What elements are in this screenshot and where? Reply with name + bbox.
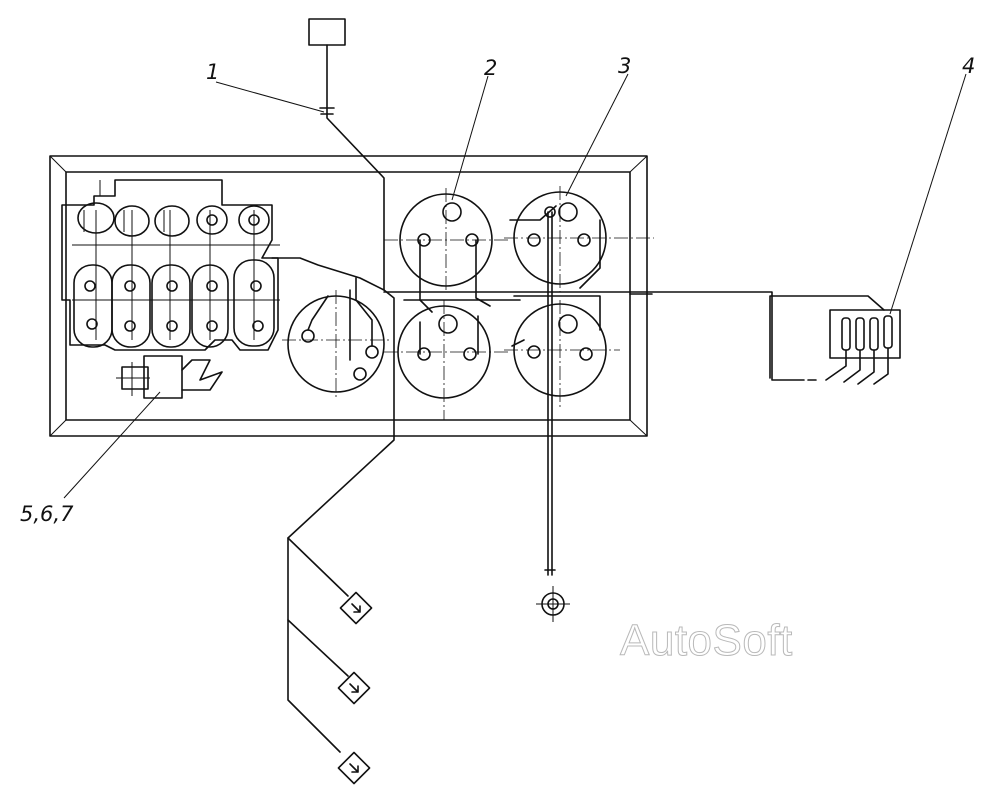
callout-5-6-7: 5,6,7 [20, 502, 74, 526]
callout-3: 3 [618, 54, 632, 78]
top-connector-box [308, 18, 346, 46]
terminal-block [771, 295, 901, 385]
gauge-bottom-right [504, 295, 620, 410]
connector-arrow-2 [337, 671, 371, 705]
gauge-bottom-center [384, 299, 521, 420]
connector-arrow-1 [339, 591, 373, 625]
main-harness-trunk [287, 44, 395, 753]
gauge-top-right [504, 186, 654, 292]
watermark: AutoSoft [620, 616, 793, 666]
lamp-socket [536, 586, 570, 622]
gauge-left [282, 277, 392, 400]
callout-4: 4 [962, 54, 976, 78]
switch-block [61, 179, 385, 351]
lamp-lead [547, 211, 553, 576]
callout-leaders [63, 73, 967, 499]
right-harness [383, 291, 805, 381]
instrument-panel-frame [49, 155, 648, 437]
gauge-top-center [384, 188, 508, 313]
callout-1: 1 [206, 60, 220, 84]
right-harness-joint [629, 293, 817, 381]
branch-leads [287, 537, 349, 677]
callout-2: 2 [484, 56, 498, 80]
connector-arrow-3 [337, 751, 371, 785]
relay-connector [116, 355, 223, 399]
